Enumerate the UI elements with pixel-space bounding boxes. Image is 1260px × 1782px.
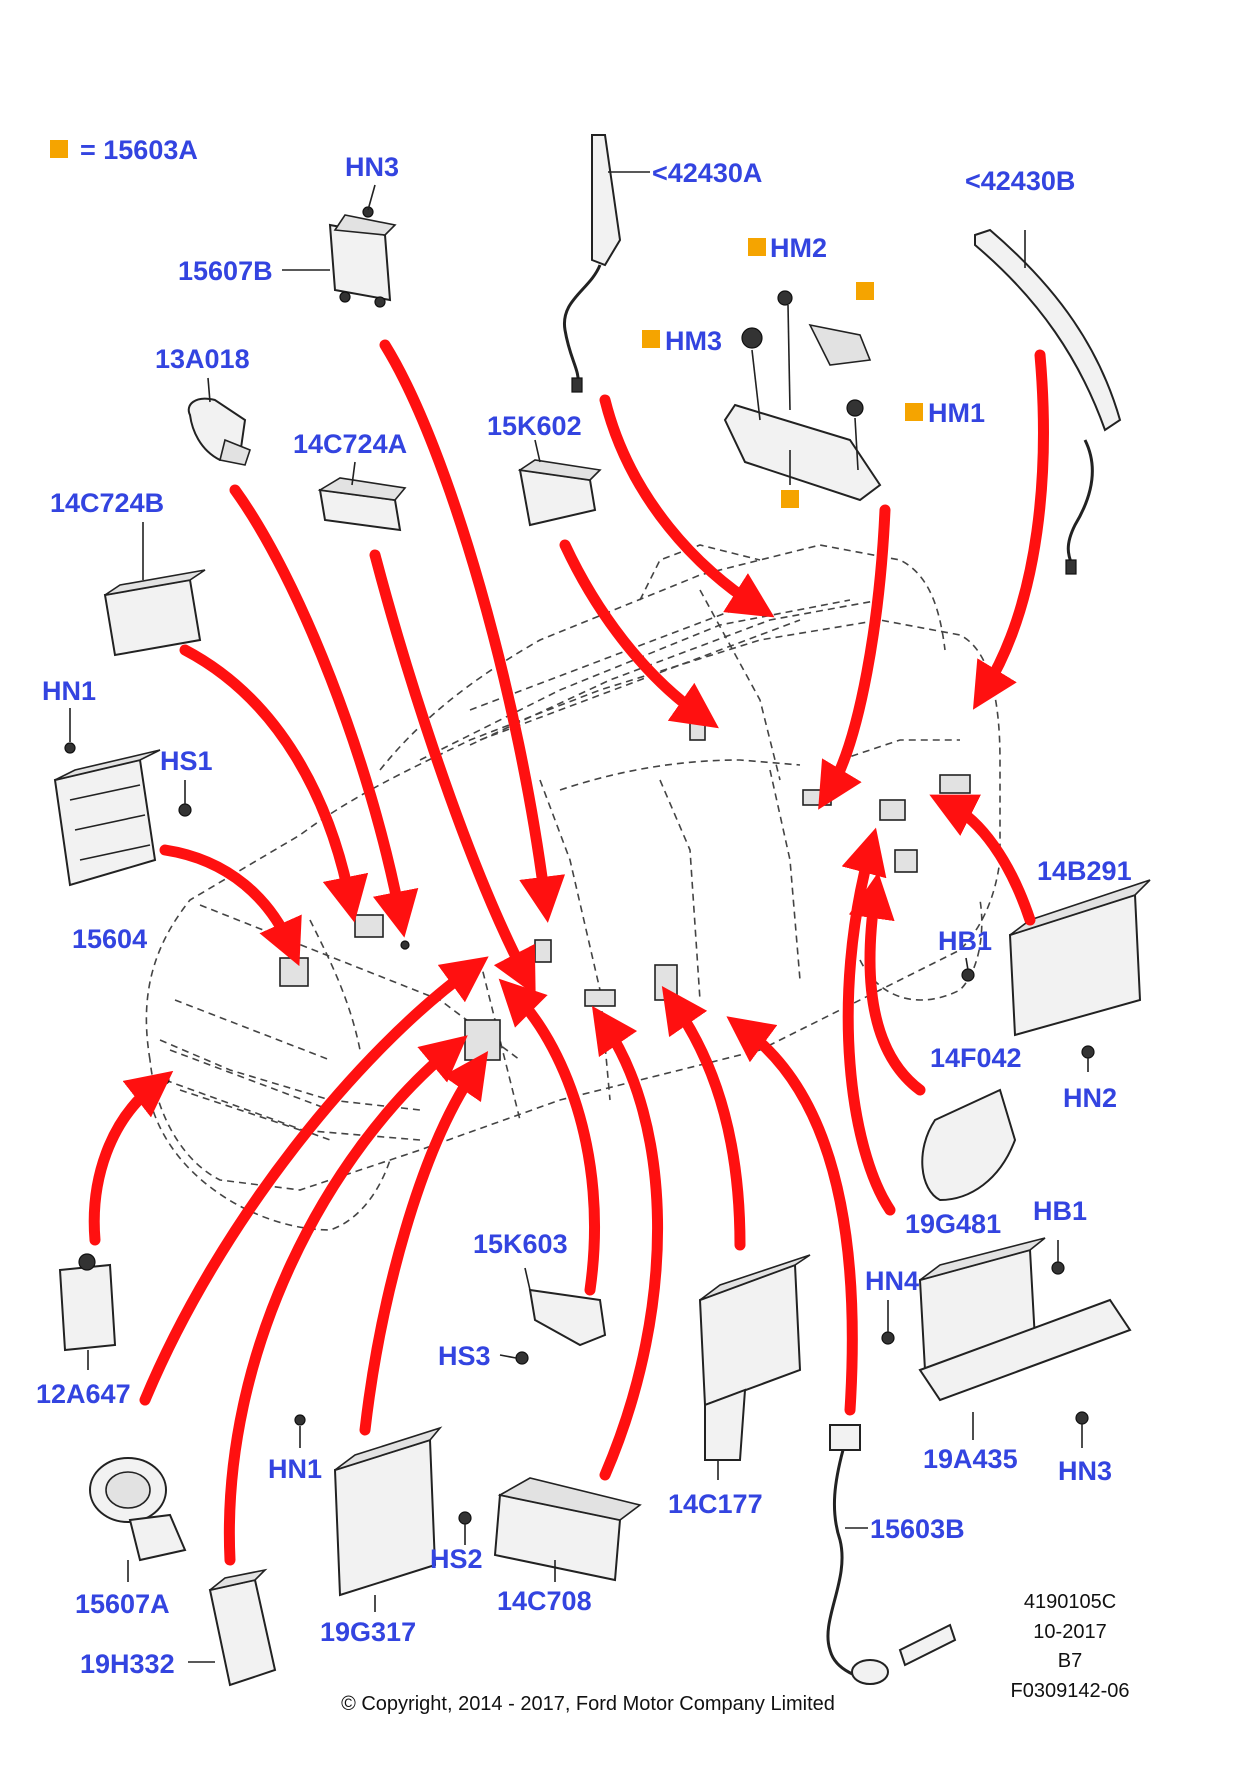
hm3-marker [642, 330, 660, 348]
cable-15603b-illustration [826, 1424, 957, 1685]
label-15603b: 15603B [870, 1514, 965, 1544]
label-14c708: 14C708 [497, 1586, 592, 1616]
drawing-ref: F0309142-06 [1011, 1680, 1130, 1702]
bracket-marker-lower [781, 490, 799, 508]
label-hn3-top: HN3 [345, 152, 399, 182]
label-hn1-lower: HN1 [268, 1454, 322, 1484]
label-15607b: 15607B [178, 256, 273, 286]
label-42430a: <42430A [652, 158, 762, 188]
label-12a647: 12A647 [36, 1379, 131, 1409]
pointer-arrows [88, 339, 1049, 1566]
label-hn3-lower: HN3 [1058, 1456, 1112, 1486]
label-13a018: 13A018 [155, 344, 250, 374]
module-19g481-illustration [881, 1237, 1132, 1425]
drawing-info: 4190105C 10-2017 B7 F0309142-06 [1011, 1591, 1130, 1702]
module-19g317-illustration [294, 1414, 472, 1597]
module-14c724a-illustration [317, 477, 407, 532]
leader-lines [69, 184, 1089, 1663]
hm2-marker [748, 238, 766, 256]
label-14c724b: 14C724B [50, 488, 164, 518]
label-14c724a: 14C724A [293, 429, 407, 459]
label-19g317: 19G317 [320, 1617, 416, 1647]
bracket-14c177-illustration [698, 1254, 811, 1461]
label-15k602: 15K602 [487, 411, 582, 441]
drawing-rev: B7 [1058, 1650, 1082, 1672]
module-15k603-illustration [515, 1288, 607, 1365]
bracket-marker-upper [856, 282, 874, 300]
bracket-hm-illustration [723, 290, 882, 502]
label-hs3: HS3 [438, 1341, 491, 1371]
label-hs1: HS1 [160, 746, 213, 776]
label-19a435: 19A435 [923, 1444, 1018, 1474]
label-19g481: 19G481 [905, 1209, 1001, 1239]
label-hm3: HM3 [665, 326, 722, 356]
label-14c177: 14C177 [668, 1489, 763, 1519]
module-14c708-illustration [493, 1477, 642, 1582]
legend-text: = 15603A [80, 135, 198, 165]
module-14f042-illustration [921, 1088, 1017, 1202]
module-15k602-illustration [517, 459, 602, 527]
label-hs2: HS2 [430, 1544, 483, 1574]
label-14f042: 14F042 [930, 1043, 1022, 1073]
antenna-42430b-illustration [974, 228, 1122, 575]
label-19h332: 19H332 [80, 1649, 175, 1679]
label-14b291: 14B291 [1037, 856, 1132, 886]
label-hn1-left: HN1 [42, 676, 96, 706]
label-15604: 15604 [72, 924, 147, 954]
module-19h332-illustration [208, 1568, 277, 1687]
sensor-12a647-illustration [58, 1253, 117, 1352]
module-14c724b-illustration [103, 569, 206, 657]
label-hn2: HN2 [1063, 1083, 1117, 1113]
label-15k603: 15K603 [473, 1229, 568, 1259]
module-14b291-illustration [961, 879, 1151, 1059]
label-42430b: <42430B [965, 166, 1075, 196]
drawing-date: 10-2017 [1033, 1621, 1106, 1643]
copyright-notice: © Copyright, 2014 - 2017, Ford Motor Com… [341, 1693, 835, 1715]
part-labels: HN3 15607B 13A018 14C724A 14C724B HN1 HS… [36, 152, 1132, 1679]
label-15607a: 15607A [75, 1589, 170, 1619]
label-hb1-right: HB1 [938, 926, 992, 956]
label-hn4: HN4 [865, 1266, 919, 1296]
module-15607b-illustration [328, 206, 397, 308]
label-hb1-lower: HB1 [1033, 1196, 1087, 1226]
sensor-13a018-illustration [187, 397, 251, 466]
drawing-number: 4190105C [1024, 1591, 1116, 1613]
antenna-42430a-illustration [562, 134, 650, 393]
label-hm1: HM1 [928, 398, 985, 428]
module-15607a-illustration [89, 1457, 187, 1562]
legend-marker [50, 140, 68, 158]
label-hm2: HM2 [770, 233, 827, 263]
hm1-marker [905, 403, 923, 421]
fuse-box-15604-illustration [53, 742, 192, 887]
